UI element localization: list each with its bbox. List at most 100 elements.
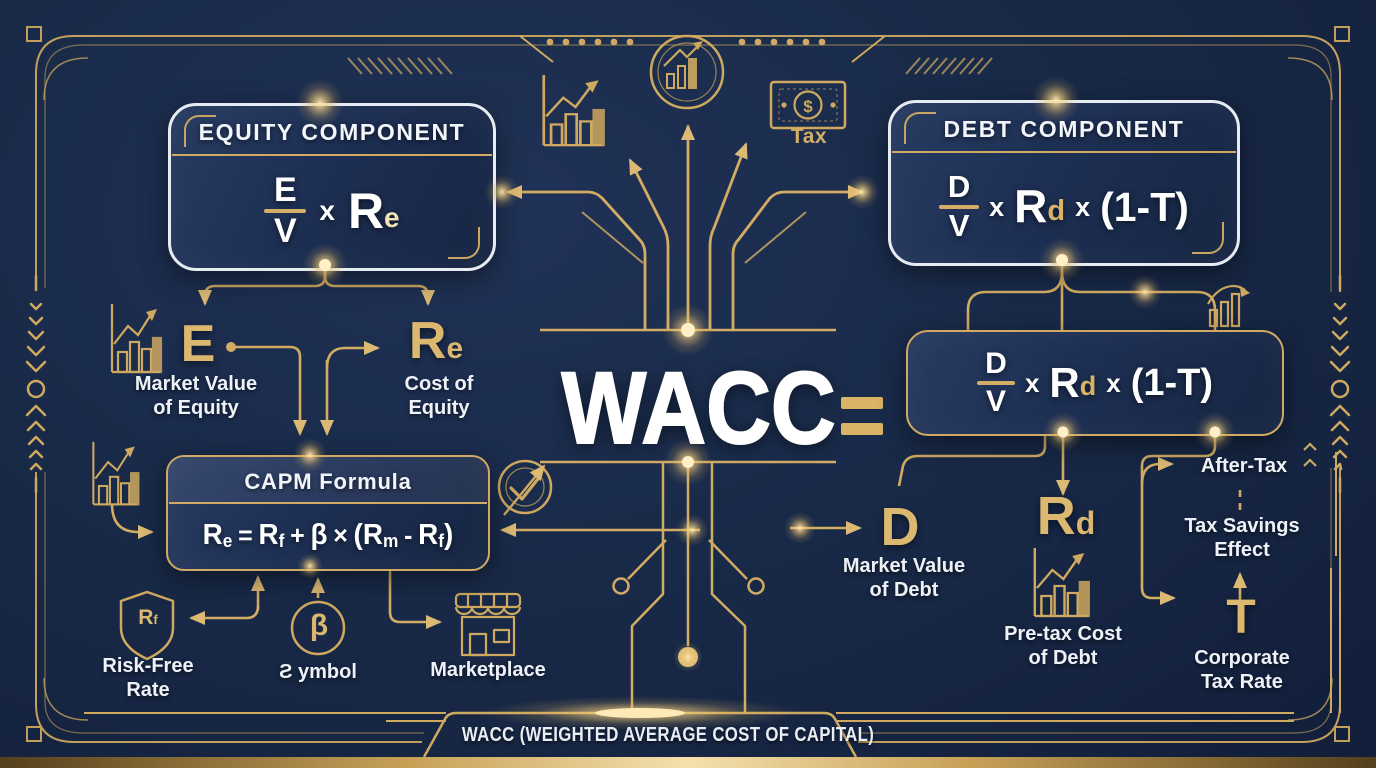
growth-chart-icon-right	[1206, 284, 1252, 328]
tax-term: (1-T)	[1130, 361, 1214, 404]
beta-symbol: β	[309, 609, 329, 642]
circle-chart-icon	[649, 34, 725, 110]
caption-line: Corporate	[1194, 647, 1290, 669]
capm-title: CAPM Formula	[168, 457, 488, 502]
capm-r: R	[418, 519, 439, 551]
after-tax-label: After-Tax	[1200, 455, 1288, 477]
capm-r: R	[258, 519, 279, 551]
t-caption: Corporate Tax Rate	[1174, 646, 1310, 694]
times-operator: x	[989, 191, 1005, 222]
capm-minus: -	[404, 520, 413, 550]
banner-title: WACC (WEIGHTED AVERAGE COST OF CAPITAL)	[461, 724, 875, 746]
rd-symbol: Rd	[1024, 489, 1108, 543]
capm-open-r: (R	[353, 519, 383, 551]
growth-chart-icon-equity	[110, 302, 163, 374]
fraction-numerator: D	[947, 169, 971, 205]
growth-chart-icon-top-left	[542, 73, 605, 147]
caption-line: Tax Rate	[1201, 671, 1283, 693]
debt-fraction: D V	[939, 169, 980, 243]
caption-line: Cost of	[404, 373, 474, 395]
caption-line: Equity	[408, 397, 470, 419]
capm-times: ×	[333, 520, 348, 550]
caption-line: Risk-Free	[102, 655, 194, 677]
t-symbol: T	[1226, 591, 1256, 644]
equity-fraction: E V	[264, 170, 307, 250]
rf-shield-label: Rf	[120, 606, 176, 630]
caption-line: Market Value	[842, 555, 966, 577]
r-base: R	[138, 606, 154, 629]
d-subscript: d	[1075, 505, 1096, 541]
edge-chevrons-left	[25, 274, 47, 494]
tax-savings-label: Tax Savings Effect	[1174, 514, 1310, 562]
fraction-denominator: V	[274, 212, 297, 250]
caption-line: of Equity	[153, 397, 239, 419]
re-term: R e	[347, 182, 400, 239]
tax-label: Tax	[790, 125, 828, 148]
equity-component-box: EQUITY COMPONENT E V x R e	[168, 103, 496, 271]
r-base: R	[1049, 359, 1080, 407]
equals-sign	[841, 397, 883, 437]
svg-text:$: $	[803, 97, 813, 116]
wacc-formula-box: D V x R d x (1-T)	[906, 330, 1284, 436]
gold-corner-icon	[1192, 222, 1224, 254]
fraction-denominator: V	[948, 208, 970, 243]
capm-plus: +	[290, 520, 305, 550]
beta-caption: Ƨ ymbol	[279, 661, 357, 683]
debt-formula: D V x R d x (1-T)	[891, 153, 1237, 261]
center-formula: D V x R d x (1-T)	[908, 332, 1282, 434]
caption-line: of Debt	[869, 579, 939, 601]
target-check-icon	[497, 459, 553, 516]
bottom-gold-band	[0, 757, 1376, 768]
circuit-funnel	[612, 462, 765, 713]
re-caption: Cost of Equity	[384, 372, 494, 420]
d-subscript: d	[1079, 370, 1097, 401]
capm-close: )	[444, 519, 454, 551]
d-caption: Market Value of Debt	[826, 554, 982, 602]
growth-chart-icon-capm	[92, 440, 140, 506]
e-symbol: E	[180, 315, 216, 373]
storefront-icon	[454, 592, 522, 657]
times-operator: x	[1106, 367, 1121, 398]
tax-money-icon: $	[769, 80, 847, 130]
capm-r: R	[202, 519, 223, 551]
e-subscript: e	[384, 201, 400, 233]
debt-component-box: DEBT COMPONENT D V x R d x (1-T)	[888, 100, 1240, 266]
f-subscript: f	[153, 612, 158, 627]
fraction-numerator: D	[985, 347, 1007, 381]
times-operator: x	[1024, 367, 1040, 398]
arrow-to-debt	[731, 185, 864, 330]
r-base: R	[347, 182, 385, 239]
times-operator: x	[319, 195, 335, 226]
re-symbol: Re	[394, 315, 478, 367]
accent-diagonals	[581, 211, 807, 264]
rd-term: R d	[1014, 183, 1065, 229]
dotted-line-left	[546, 38, 634, 46]
e-subscript: e	[446, 332, 464, 365]
equity-component-title: EQUITY COMPONENT	[198, 119, 466, 145]
capm-sub-f: f	[438, 531, 445, 551]
caption-line: of Debt	[1028, 647, 1098, 669]
e-caption: Market Value of Equity	[112, 372, 280, 420]
equity-formula: E V x R e	[171, 156, 493, 266]
gold-corner-icon	[904, 112, 936, 144]
capm-sub-e: e	[222, 531, 233, 551]
tax-term: (1-T)	[1100, 183, 1189, 230]
fraction-numerator: E	[274, 170, 297, 209]
d-symbol: D	[880, 497, 920, 557]
arrow-up-left	[628, 158, 670, 330]
gold-corner-icon	[448, 227, 480, 259]
caption-line: Effect	[1214, 539, 1270, 561]
center-connectors	[506, 124, 864, 330]
rd-caption: Pre-tax Cost of Debt	[992, 622, 1134, 670]
dotted-line-right	[738, 38, 826, 46]
times-operator: x	[1075, 191, 1091, 222]
caption-line: Market Value	[134, 373, 258, 395]
top-decoration	[519, 35, 886, 63]
gold-corner-icon	[184, 115, 216, 147]
risk-free-caption: Risk-Free Rate	[85, 654, 211, 702]
caption-line: Rate	[126, 679, 170, 701]
capm-equals: =	[238, 520, 253, 550]
